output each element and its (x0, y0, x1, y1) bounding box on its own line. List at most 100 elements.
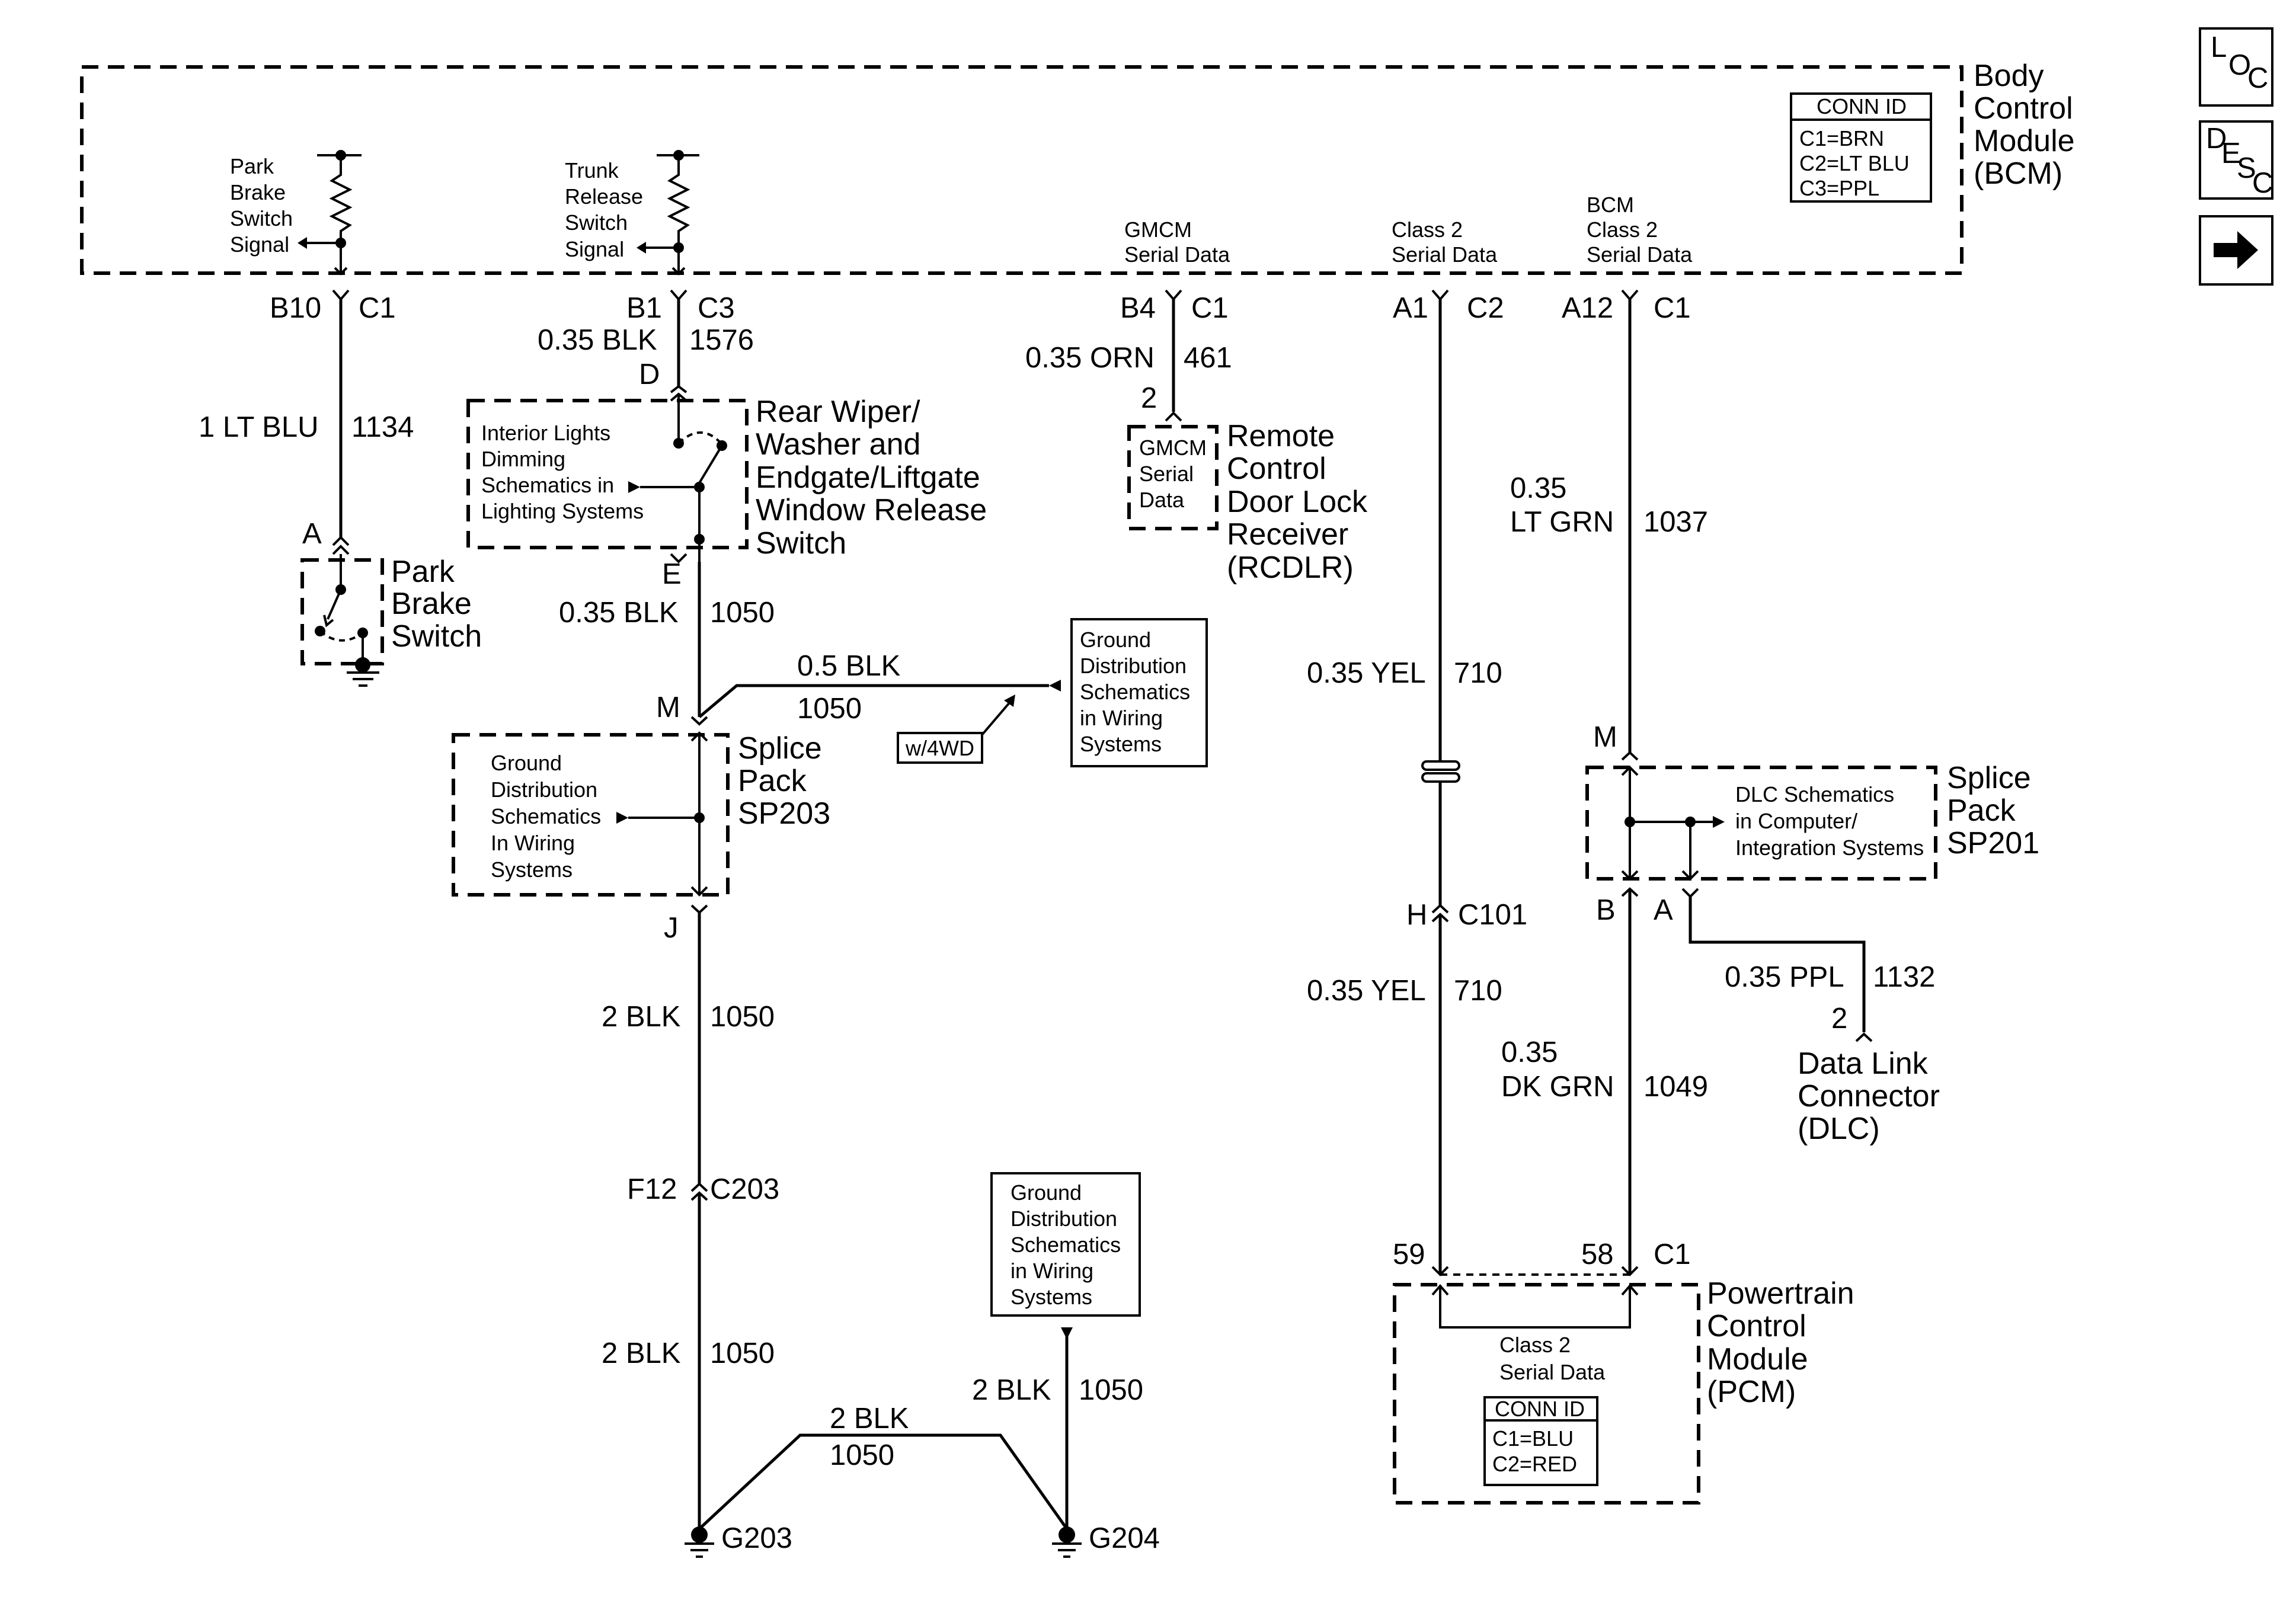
park-signal-1: Park (230, 154, 274, 178)
dlc-wire-label: 0.35 PPL (1725, 961, 1844, 993)
bcm-name-4: (BCM) (1974, 156, 2062, 191)
dlc-circuit: 1132 (1873, 961, 1935, 993)
pcm-pin-59: 59 (1393, 1238, 1425, 1270)
g204-wire-label: 2 BLK (972, 1374, 1051, 1406)
park-signal-4: Signal (230, 232, 289, 257)
desc-icon-button[interactable]: D E S C (2199, 120, 2273, 200)
g204-circuit: 1050 (1079, 1374, 1143, 1406)
class2-signal-1: Class 2 (1392, 217, 1463, 242)
class2-wire2-label: 0.35 YEL (1307, 975, 1426, 1007)
bcm-conn-c1: C1=BRN (1799, 126, 1884, 151)
park-pin: B10 (270, 292, 321, 324)
bcm-class2-conn: C1 (1654, 292, 1691, 324)
dlc-pin: 2 (1831, 1003, 1847, 1035)
park-signal-3: Switch (230, 206, 293, 231)
bcm-conn-c2: C2=LT BLU (1799, 151, 1910, 175)
pcm-conn-c1: C1 (1654, 1238, 1691, 1270)
bcm-class2-signal-2: Class 2 (1587, 217, 1658, 242)
g204-label: G204 (1089, 1522, 1160, 1554)
rcdlr-name-3: Door Lock (1227, 485, 1368, 519)
ground-wire2-label: 2 BLK (602, 1337, 681, 1369)
class2-signal-2: Serial Data (1392, 242, 1498, 267)
trunk-circuit-top: 1576 (689, 324, 754, 356)
park-brake-switch-box (300, 558, 384, 665)
pcm-name-3: Module (1707, 1342, 1808, 1377)
branch-ground-text-1: Ground (1080, 628, 1151, 652)
park-brake-switch-contacts (315, 554, 379, 687)
sp203-branch-wire (698, 684, 1049, 718)
pcm-inner-1: Class 2 (1499, 1333, 1571, 1357)
park-wire-label: 1 LT BLU (199, 411, 318, 443)
sp201-name-1: Splice (1947, 761, 2031, 795)
sp201-dlc-text-2: in Computer/ (1735, 809, 1857, 833)
sp203-ground-text-4: In Wiring (491, 831, 575, 855)
gmcm-term: 2 (1141, 382, 1157, 414)
pcm-conn-c1-value: C1=BLU (1492, 1426, 1574, 1451)
trunk-conn: C3 (698, 292, 735, 324)
gmcm-conn: C1 (1191, 292, 1229, 324)
wiper-name-4: Window Release (756, 493, 987, 527)
rear-wiper-switch-box (466, 399, 749, 549)
loc-icon-button[interactable]: L O C (2199, 27, 2273, 107)
park-signal-2: Brake (230, 180, 286, 204)
loc-letter-o: O (2228, 49, 2251, 81)
trunk-wire-top: 0.35 BLK (538, 324, 657, 356)
pcm-conn-id-box: CONN ID C1=BLU C2=RED (1483, 1396, 1598, 1486)
dimming-text-4: Lighting Systems (481, 499, 644, 523)
sp203-branch-wire-label: 0.5 BLK (797, 650, 901, 682)
park-conn: C1 (359, 292, 396, 324)
bcm-box (80, 65, 1964, 275)
sp203-splice (616, 731, 708, 897)
loc-letter-c: C (2247, 62, 2268, 94)
rcdlr-name-2: Control (1227, 452, 1326, 486)
trunk-pin: B1 (626, 292, 662, 324)
bcm-class2-signal-3: Serial Data (1587, 242, 1693, 267)
g204-ground-box (990, 1172, 1141, 1317)
ground-pin-f12: F12 (627, 1173, 677, 1205)
sp203-name-2: Pack (738, 764, 807, 798)
dlc-wire (1689, 897, 1866, 1032)
sp201-name-3: SP201 (1947, 826, 2039, 860)
park-brake-signal-resistor (298, 150, 362, 276)
bcm-class2-pin: A12 (1562, 292, 1613, 324)
park-name-1: Park (391, 555, 455, 589)
sp203-term-m: M (656, 692, 680, 724)
ground-conn-c203: C203 (710, 1173, 779, 1205)
bcm-class2-circuit2: 1049 (1643, 1071, 1708, 1103)
desc-letter-e: E (2221, 137, 2241, 169)
desc-letter-c: C (2252, 167, 2273, 199)
trunk-signal-1: Trunk (565, 158, 619, 183)
next-arrow-button[interactable] (2199, 215, 2273, 286)
rear-wiper-switch-contacts (628, 392, 727, 554)
class2-twisted-pair-icon (1421, 760, 1460, 783)
sp203-ground-text-5: Systems (491, 857, 573, 882)
bcm-name-1: Body (1974, 59, 2044, 93)
pcm-conn-c2-value: C2=RED (1492, 1452, 1577, 1476)
loc-letter-l: L (2211, 31, 2227, 63)
pcm-name-4: (PCM) (1707, 1375, 1796, 1409)
dlc-name-1: Data Link (1798, 1046, 1929, 1081)
g204-ground-text-1: Ground (1011, 1180, 1082, 1205)
class2-term-h: H (1406, 899, 1427, 931)
gmcm-signal-1: GMCM (1124, 217, 1192, 242)
option-w4wd-label: w/4WD (905, 736, 974, 760)
dlc-name-3: (DLC) (1798, 1112, 1880, 1146)
wiper-name-2: Washer and (756, 427, 920, 462)
wiper-name-5: Switch (756, 526, 846, 561)
pcm-internal-bus (1431, 1283, 1639, 1329)
branch-ground-text-4: in Wiring (1080, 706, 1163, 730)
sp203-name-3: SP203 (738, 796, 830, 831)
trunk-circuit-mid: 1050 (710, 597, 775, 629)
bcm-name-3: Module (1974, 124, 2075, 158)
trunk-signal-3: Switch (565, 210, 628, 235)
arrow-right-icon (2214, 231, 2258, 269)
g204-ground-text-4: in Wiring (1011, 1259, 1093, 1283)
pcm-pin-58: 58 (1581, 1238, 1614, 1270)
bcm-class2-signal-1: BCM (1587, 193, 1634, 217)
sp203-branch-circuit: 1050 (797, 693, 862, 725)
trunk-term-e: E (662, 558, 682, 590)
bcm-conn-title: CONN ID (1817, 94, 1907, 119)
desc-letter-s: S (2237, 152, 2256, 184)
gmcm-pin: B4 (1120, 292, 1156, 324)
